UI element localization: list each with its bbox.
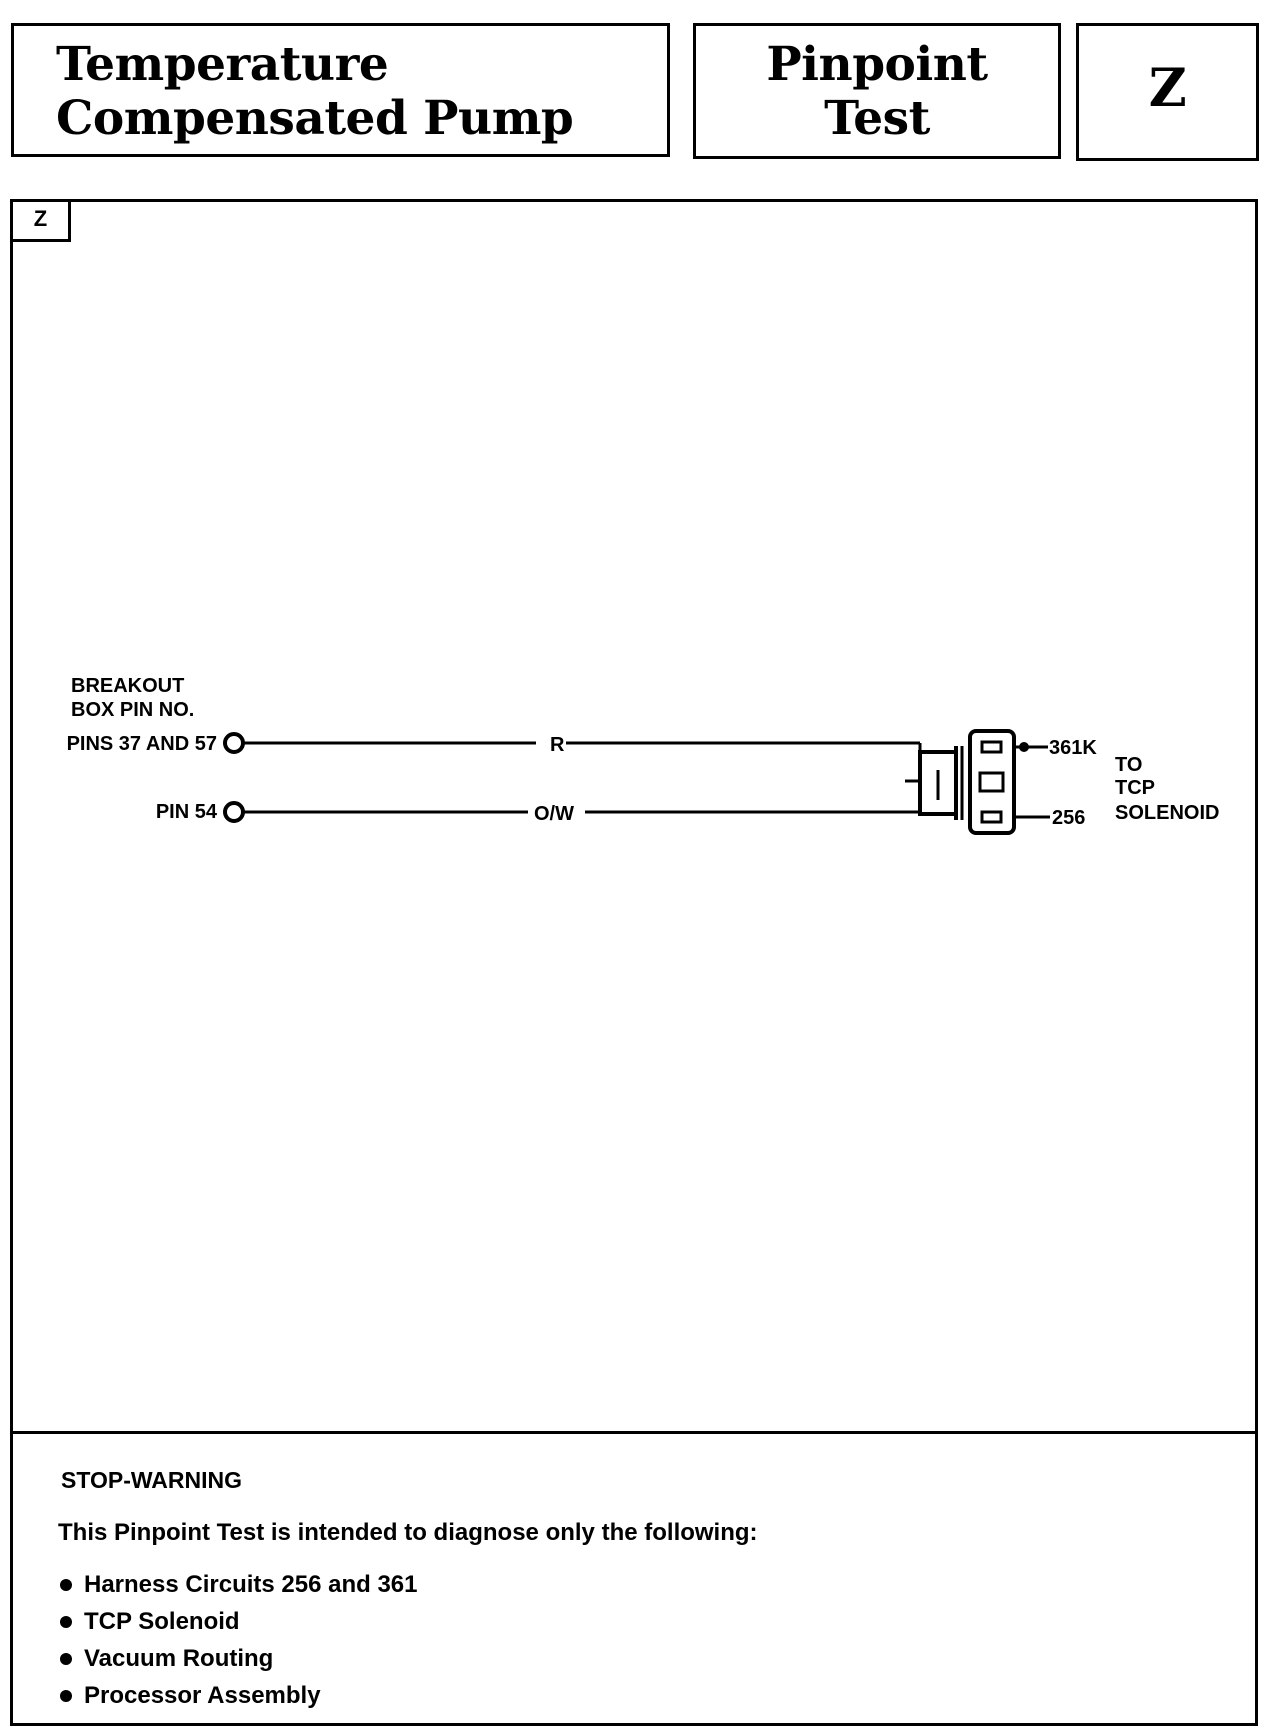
dest-line-3: SOLENOID	[1115, 802, 1219, 824]
pin-bottom-terminal	[223, 801, 245, 823]
list-item-text: Processor Assembly	[84, 1682, 321, 1709]
title-line-2: Compensated Pump	[56, 91, 574, 146]
dest-line-1: TO	[1115, 754, 1142, 776]
warning-intro: This Pinpoint Test is intended to diagno…	[58, 1519, 758, 1546]
wiring-diagram: BREAKOUT BOX PIN NO. PINS 37 AND 57 PIN …	[67, 675, 1219, 835]
wire-bottom-color: O/W	[534, 803, 574, 825]
pinpoint-test-label: Pinpoint Test	[696, 38, 1058, 146]
test-code-box: Z	[1076, 23, 1259, 161]
terminal-center	[978, 771, 1005, 793]
dest-line-2: TCP	[1115, 777, 1155, 799]
list-item: TCP Solenoid	[60, 1603, 418, 1640]
title-line-1: Temperature	[56, 37, 389, 92]
test-line-1: Pinpoint	[766, 37, 988, 92]
wire-top-color: R	[550, 734, 565, 756]
harness-connector-body	[918, 750, 958, 816]
pin-bottom-label: PIN 54	[156, 801, 218, 823]
splice-dot	[1019, 742, 1029, 752]
list-item: Harness Circuits 256 and 361	[60, 1566, 418, 1603]
test-code: Z	[1148, 58, 1187, 119]
list-item-text: Vacuum Routing	[84, 1645, 274, 1672]
terminal-361k	[980, 740, 1003, 754]
bullet-icon	[60, 1615, 72, 1628]
list-item-text: TCP Solenoid	[84, 1608, 240, 1635]
test-line-2: Test	[824, 91, 930, 146]
panel-divider	[13, 1431, 1255, 1434]
main-panel: Z	[10, 199, 1258, 1726]
breakout-label-line-2: BOX PIN NO.	[71, 699, 194, 721]
pin-top-label: PINS 37 AND 57	[67, 733, 217, 755]
corner-tag: Z	[13, 202, 71, 242]
bullet-icon	[60, 1652, 72, 1665]
warning-heading: STOP-WARNING	[61, 1467, 243, 1493]
list-item: Processor Assembly	[60, 1677, 418, 1714]
tcp-connector	[905, 729, 1050, 835]
page-title: Temperature Compensated Pump	[56, 37, 574, 146]
list-item: Vacuum Routing	[60, 1640, 418, 1677]
bullet-icon	[60, 1578, 72, 1591]
circuit-256-label: 256	[1052, 807, 1085, 829]
terminal-256	[980, 810, 1003, 824]
pin-top-terminal	[223, 732, 245, 754]
circuit-361k-label: 361K	[1049, 737, 1097, 759]
pinpoint-test-box: Pinpoint Test	[693, 23, 1061, 159]
breakout-label-line-1: BREAKOUT	[71, 675, 184, 697]
title-box: Temperature Compensated Pump	[11, 23, 670, 157]
list-item-text: Harness Circuits 256 and 361	[84, 1571, 418, 1598]
bullet-icon	[60, 1689, 72, 1702]
diagnose-list: Harness Circuits 256 and 361 TCP Solenoi…	[60, 1566, 418, 1714]
